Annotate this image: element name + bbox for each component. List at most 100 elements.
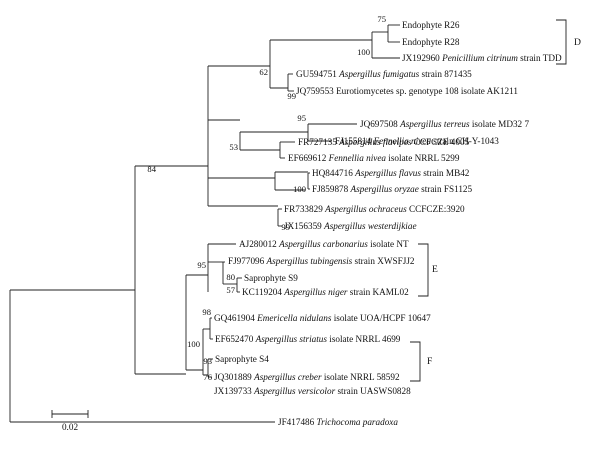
- scale-bar-label: 0.02: [62, 422, 78, 432]
- taxon-label-part: Endophyte R28: [402, 37, 460, 47]
- bootstrap-value: 100: [293, 184, 306, 194]
- taxon-label: Saprophyte S4: [215, 354, 269, 364]
- taxon-label-part: Aspergillus fumigatus: [338, 69, 419, 79]
- taxon-label-part: FR727135: [298, 137, 339, 147]
- taxon-label-part: GU594751: [296, 69, 339, 79]
- taxon-label: HQ844716 Aspergillus flavus strain MB42: [312, 168, 470, 178]
- clade-brackets: [410, 19, 567, 382]
- taxon-label-part: Aspergillus carbonarius: [278, 239, 368, 249]
- taxon-label-part: JX192960: [402, 53, 442, 63]
- taxon-label-part: strain KAML02: [348, 287, 410, 297]
- taxon-label-part: EF652470: [215, 334, 256, 344]
- clade-label-d: D: [574, 37, 581, 48]
- bootstrap-value: 93: [203, 356, 212, 366]
- taxon-label-part: strain 871435: [419, 69, 472, 79]
- taxon-label-part: Aspergillus oryzae: [350, 184, 419, 194]
- bootstrap-value: 62: [259, 67, 268, 77]
- taxon-label: FJ155814 Fennellia nivea strain CH-Y-104…: [335, 136, 499, 146]
- tree-branches: [9, 24, 400, 423]
- taxon-label-part: isolate NT: [368, 239, 409, 249]
- taxon-label-part: Aspergillus terreus: [399, 119, 470, 129]
- taxon-label-part: AJ280012: [239, 239, 279, 249]
- taxon-label-part: JX139733: [214, 386, 254, 396]
- bootstrap-value: 75: [377, 14, 386, 24]
- taxon-label: EF652470 Aspergillus striatus isolate NR…: [215, 334, 401, 344]
- taxon-label-part: JQ697508: [360, 119, 400, 129]
- taxon-label-part: Endophyte R26: [402, 20, 460, 30]
- taxon-label-part: FR733829: [284, 204, 325, 214]
- clade-label-f: F: [427, 356, 432, 367]
- taxon-label-part: Penicillium citrinum: [441, 53, 518, 63]
- taxon-label-part: Emericella nidulans: [256, 313, 332, 323]
- taxon-label: JQ759553 Eurotiomycetes sp. genotype 108…: [296, 86, 518, 96]
- taxon-label: FJ977096 Aspergillus tubingensis strain …: [228, 256, 415, 266]
- scale-bar: 0.02: [51, 410, 89, 432]
- taxon-label-part: strain TDD: [518, 53, 562, 63]
- taxon-label: FJ859878 Aspergillus oryzae strain FS112…: [312, 184, 473, 194]
- bootstrap-value: 95: [197, 260, 206, 270]
- taxon-label: JX156359 Aspergillus westerdijkiae: [284, 221, 417, 231]
- taxon-label: JX139733 Aspergillus versicolor strain U…: [214, 386, 411, 396]
- taxon-label-part: strain MB42: [421, 168, 470, 178]
- bootstrap-values: 75 100 62 99 95 53 100 99 84 95 80 57 98…: [147, 14, 386, 382]
- taxon-label: FR733829 Aspergillus ochraceus CCFCZE:39…: [284, 204, 465, 214]
- clade-letters: D E F: [427, 37, 581, 367]
- taxon-label-part: isolate NRRL 58592: [322, 372, 400, 382]
- taxon-label: GU594751 Aspergillus fumigatus strain 87…: [296, 69, 472, 79]
- taxon-label-part: strain FS1125: [419, 184, 473, 194]
- taxon-label-part: Aspergillus flavipes: [338, 137, 412, 147]
- bootstrap-value: 76: [203, 372, 212, 382]
- bootstrap-value: 80: [226, 272, 235, 282]
- bootstrap-value: 95: [297, 113, 306, 123]
- bootstrap-value: 98: [202, 307, 211, 317]
- taxon-label-part: Aspergillus westerdijkiae: [323, 221, 416, 231]
- taxon-label: JX192960 Penicillium citrinum strain TDD: [402, 53, 562, 63]
- taxon-label-part: Aspergillus striatus: [255, 334, 328, 344]
- taxon-label-part: HQ844716: [312, 168, 355, 178]
- taxon-label: Endophyte R28: [402, 37, 460, 47]
- taxon-label: AJ280012 Aspergillus carbonarius isolate…: [239, 239, 409, 249]
- taxon-label: KC119204 Aspergillus niger strain KAML02: [242, 287, 409, 297]
- taxon-label-part: Aspergillus flavus: [354, 168, 421, 178]
- taxon-label-part: Aspergillus tubingensis: [266, 256, 353, 266]
- taxon-label: JF417486 Trichocoma paradoxa: [278, 417, 398, 427]
- bootstrap-value: 84: [147, 164, 156, 174]
- leaf-labels: Endophyte R26 Endophyte R28 JX192960 Pen…: [214, 20, 562, 427]
- taxon-label-part: isolate NRRL 5299: [386, 153, 460, 163]
- taxon-label-part: KC119204: [242, 287, 284, 297]
- taxon-label-part: strain XWSFJJ2: [352, 256, 415, 266]
- bootstrap-value: 100: [187, 339, 200, 349]
- taxon-label-part: FJ977096: [228, 256, 267, 266]
- taxon-label-part: FJ155814: [335, 136, 374, 146]
- taxon-label-part: Fennellia nivea: [328, 153, 387, 163]
- taxon-label-part: JF417486: [278, 417, 317, 427]
- taxon-label-part: isolate MD32 7: [470, 119, 530, 129]
- taxon-label-part: JX156359: [284, 221, 324, 231]
- taxon-label-part: CCFCZE:3920: [407, 204, 465, 214]
- taxon-label: JQ301889 Aspergillus creber isolate NRRL…: [214, 372, 400, 382]
- taxon-label-part: Aspergillus versicolor: [253, 386, 335, 396]
- taxon-label: FR727135 Aspergillus flavipes CCFCZE 400…: [298, 137, 470, 147]
- taxon-label-part: isolate NRRL 4699: [327, 334, 401, 344]
- taxon-label-part: strain CH-Y-1043: [431, 136, 499, 146]
- taxon-label-part: CCFCZE 4005: [412, 137, 470, 147]
- taxon-label-part: EF669612: [288, 153, 329, 163]
- taxon-label-part: Aspergillus niger: [283, 287, 348, 297]
- taxon-label-part: JQ301889: [214, 372, 254, 382]
- bootstrap-value: 99: [281, 222, 290, 232]
- clade-label-e: E: [432, 264, 438, 275]
- taxon-label: GQ461904 Emericella nidulans isolate UOA…: [214, 313, 431, 323]
- taxon-label: JQ697508 Aspergillus terreus isolate MD3…: [360, 119, 529, 129]
- taxon-label-part: Aspergillus ochraceus: [324, 204, 407, 214]
- taxon-label-part: FJ859878: [312, 184, 351, 194]
- taxon-label-part: isolate UOA/HCPF 10647: [331, 313, 431, 323]
- bootstrap-value: 99: [287, 91, 296, 101]
- taxon-label: Endophyte R26: [402, 20, 460, 30]
- taxon-label: EF669612 Fennellia nivea isolate NRRL 52…: [288, 153, 460, 163]
- bootstrap-value: 57: [226, 285, 235, 295]
- bootstrap-value: 53: [229, 142, 238, 152]
- taxon-label-part: JQ759553 Eurotiomycetes sp. genotype 108…: [296, 86, 518, 96]
- taxon-label-part: strain UASWS0828: [335, 386, 411, 396]
- taxon-label: Saprophyte S9: [244, 273, 298, 283]
